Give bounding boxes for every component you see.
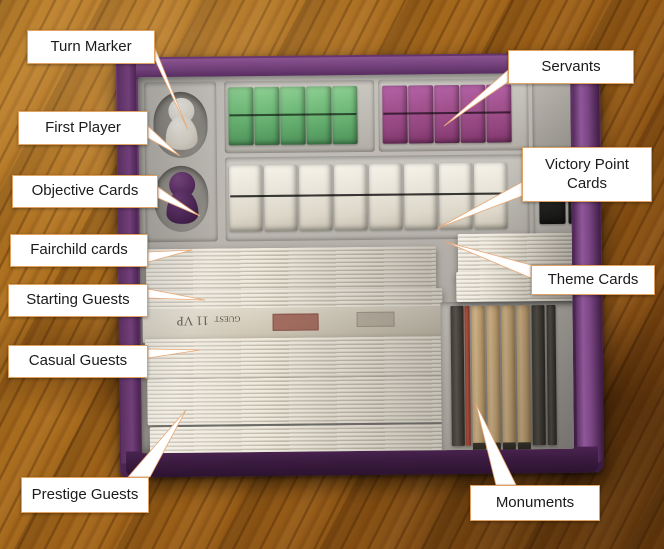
monument-tile — [501, 305, 516, 446]
label-theme-cards-text: Theme Cards — [547, 270, 639, 288]
turn-marker-pawn — [164, 97, 199, 151]
monument-tile — [450, 305, 465, 447]
card-vp-text: 11 VP — [176, 313, 209, 329]
green-cube-row — [228, 86, 358, 146]
green-cube — [229, 86, 357, 145]
green-cube-compartment — [224, 79, 375, 154]
label-starting-guests[interactable]: Starting Guests — [8, 284, 148, 317]
label-casual-guests-text: Casual Guests — [28, 352, 128, 370]
card-edges — [147, 376, 446, 426]
magenta-cube-compartment — [378, 78, 529, 152]
magenta-cube — [382, 85, 511, 144]
white-cube-row — [228, 162, 508, 232]
green-cube — [229, 86, 358, 145]
white-cube — [230, 164, 507, 231]
white-cube — [230, 163, 507, 230]
label-servants-text: Servants — [541, 57, 601, 75]
white-cube — [228, 165, 507, 232]
first-player-pawn — [165, 171, 200, 225]
label-objective-cards-text: Objective Cards — [31, 182, 139, 200]
pawn-body — [165, 115, 198, 151]
servant-compartment-upper — [532, 77, 574, 151]
label-casual-guests[interactable]: Casual Guests — [8, 345, 148, 378]
monument-tile-edge — [464, 305, 471, 446]
white-cube — [230, 164, 507, 231]
label-objective-cards[interactable]: Objective Cards — [12, 175, 158, 208]
white-cube — [230, 162, 507, 230]
label-servants[interactable]: Servants — [508, 50, 634, 84]
card-small-text: GUEST — [214, 314, 241, 324]
card-stamp — [272, 313, 319, 331]
label-first-player-text: First Player — [45, 118, 121, 136]
label-first-player[interactable]: First Player — [18, 111, 148, 145]
white-cube — [230, 163, 507, 230]
label-prestige-guests-text: Prestige Guests — [31, 485, 139, 503]
prestige-guests-stack — [149, 424, 447, 454]
white-cube — [230, 163, 507, 231]
monument-compartment — [440, 300, 574, 454]
magenta-cube — [383, 84, 511, 143]
card-edges — [144, 336, 446, 380]
label-victory-point-cards-text: Victory Point Cards — [545, 156, 629, 192]
label-theme-cards[interactable]: Theme Cards — [531, 265, 655, 295]
monument-tile — [486, 305, 501, 446]
green-cube — [228, 87, 357, 146]
green-cube — [229, 86, 357, 145]
green-cube — [229, 86, 357, 146]
label-turn-marker-text: Turn Marker — [50, 37, 132, 55]
box-rim-right — [572, 58, 604, 463]
label-fairchild-cards-text: Fairchild cards — [30, 241, 128, 259]
fairchild-cards-stack: 11 VP GUEST — [142, 288, 443, 344]
magenta-cube — [383, 85, 511, 144]
label-starting-guests-text: Starting Guests — [26, 291, 130, 309]
pawn-body — [166, 189, 199, 225]
white-cube-compartment — [224, 154, 530, 242]
card-illustration — [356, 311, 395, 328]
magenta-cube — [383, 84, 512, 143]
monument-tile — [516, 305, 531, 446]
label-turn-marker[interactable]: Turn Marker — [27, 30, 155, 64]
casual-guests-stack — [147, 376, 446, 426]
label-prestige-guests[interactable]: Prestige Guests — [21, 477, 149, 513]
white-cube — [230, 162, 508, 229]
foam-insert-tray: 11 VP GUEST — [138, 72, 574, 454]
label-victory-point-cards[interactable]: Victory Point Cards — [522, 147, 652, 202]
card-edges — [149, 424, 447, 454]
label-monuments[interactable]: Monuments — [470, 485, 600, 521]
pawn-compartment — [144, 81, 218, 243]
monument-tile — [546, 304, 557, 446]
monument-tile — [471, 305, 486, 446]
monument-tile — [531, 305, 546, 446]
label-monuments-text: Monuments — [495, 493, 575, 511]
label-fairchild-cards[interactable]: Fairchild cards — [10, 234, 148, 267]
starting-guests-stack — [144, 336, 446, 380]
magenta-cube — [383, 84, 511, 144]
magenta-cube-row — [382, 84, 512, 144]
